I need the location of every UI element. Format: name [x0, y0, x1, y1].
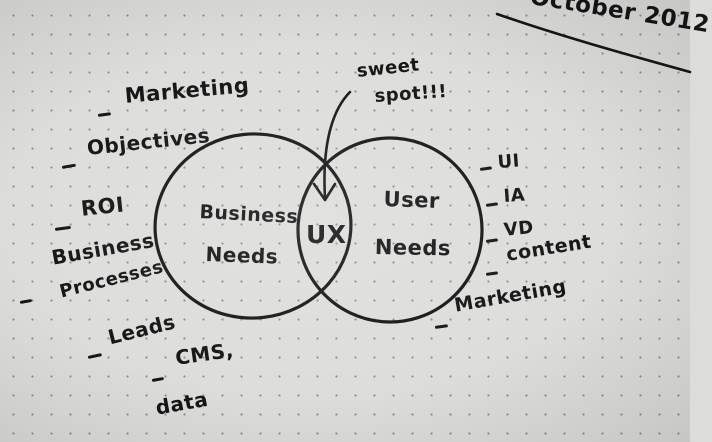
date-underline: [495, 12, 692, 74]
user-item-ui: UI: [496, 150, 521, 173]
sweet-spot-arrow: [323, 90, 352, 200]
arrow-head: [312, 182, 337, 202]
user-needs-label-line2: Needs: [374, 235, 452, 261]
user-item-ia: IA: [502, 184, 526, 207]
business-needs-circle: [153, 132, 353, 320]
overlap-ux-label: UX: [306, 220, 347, 249]
business-needs-label-line2: Needs: [205, 242, 279, 269]
venn-diagram-drawing: [153, 12, 692, 324]
business-item-roi: ROI: [79, 192, 126, 221]
user-needs-label-line1: User: [383, 187, 441, 213]
user-needs-circle: [296, 136, 484, 324]
user-item-vd: VD: [502, 216, 535, 241]
business-needs-label-line1: Business: [198, 201, 299, 229]
sweet-spot-callout-line2: spot!!!: [373, 80, 448, 107]
